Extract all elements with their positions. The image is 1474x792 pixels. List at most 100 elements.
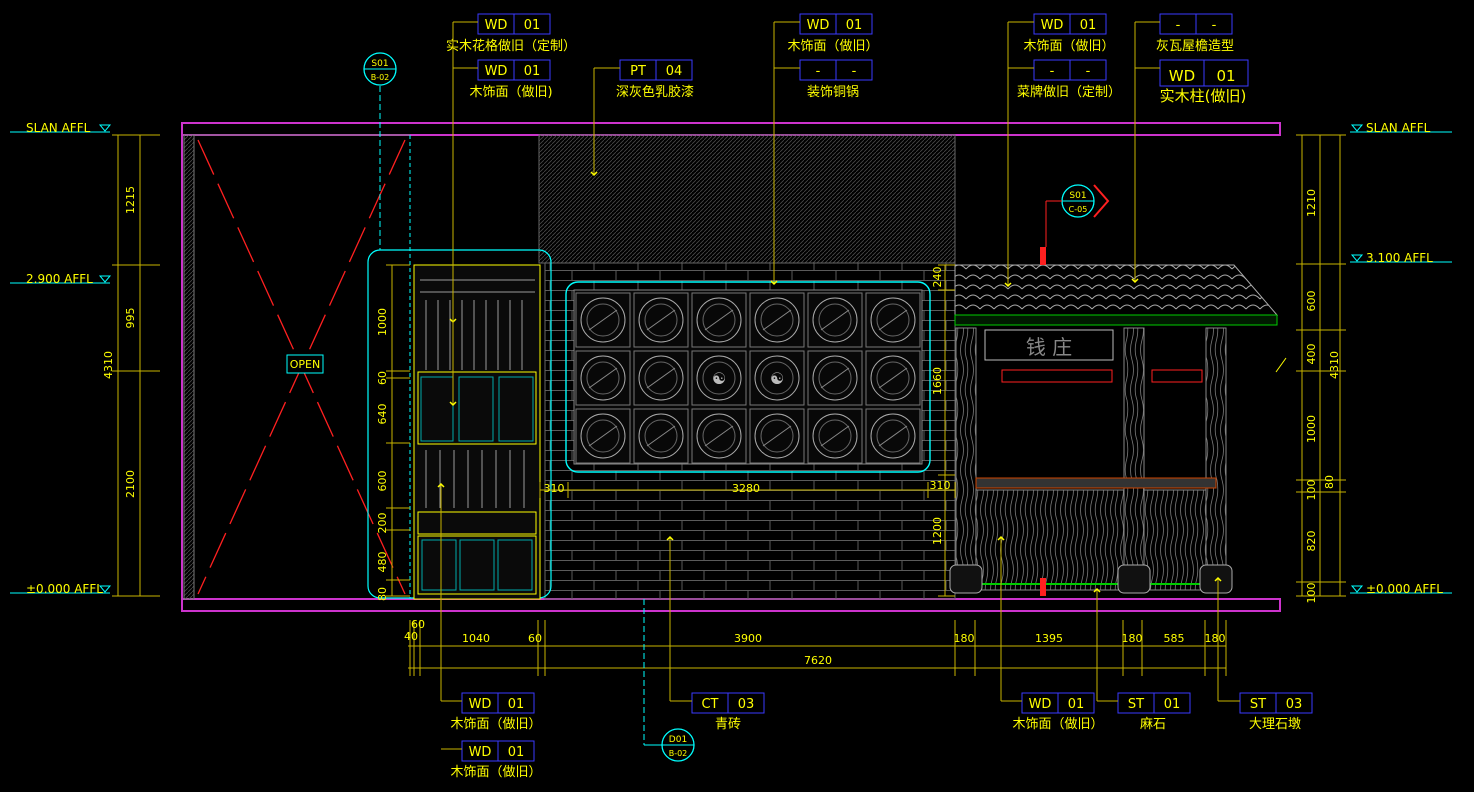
material-tag: --菜牌做旧（定制）	[1017, 59, 1121, 100]
dimension-layer	[10, 124, 1452, 676]
dim-bottom: 1395	[1035, 632, 1063, 645]
dim-cabinet: 640	[376, 404, 389, 425]
material-tag-code: WD	[807, 18, 830, 33]
dim-cabinet: 200	[376, 513, 389, 534]
leader-arrow-icon	[449, 401, 457, 407]
material-tag-label: 木饰面（做旧)	[469, 85, 552, 100]
material-tag-number: -	[1086, 64, 1091, 79]
dim-mid: 310	[544, 482, 565, 495]
material-tag-code: WD	[469, 745, 492, 760]
material-tag-code: WD	[485, 18, 508, 33]
level-label-left: ±0.000 AFFL	[26, 582, 103, 596]
dim-bottom: 180	[1205, 632, 1226, 645]
material-tag-label: 青砖	[715, 717, 741, 732]
section-mark-bottom: C-05	[1069, 205, 1088, 214]
material-tag-code: WD	[1169, 67, 1195, 85]
section-mark-bottom: B-02	[371, 73, 390, 82]
dim-right: 100	[1305, 583, 1318, 604]
dim-right-small: 80	[1323, 475, 1336, 489]
coin-ornament-icon: ☯	[770, 369, 784, 388]
painted-wall-panel	[538, 134, 956, 264]
dim-right: 1000	[1305, 415, 1318, 443]
material-tag-label: 大理石墩	[1249, 717, 1301, 732]
material-tag-label: 装饰铜锅	[807, 84, 859, 100]
qianzhuang-counter: 钱 庄	[949, 327, 1233, 594]
material-tag-code: ST	[1128, 697, 1144, 712]
dim-screen: 1200	[931, 517, 944, 545]
dim-bottom: 585	[1164, 632, 1185, 645]
door-opening: OPEN	[194, 134, 411, 599]
dim-left: 1215	[124, 186, 137, 214]
dim-right-total: 4310	[1328, 351, 1341, 379]
dim-bottom: 40	[404, 630, 418, 643]
material-tag-code: -	[1176, 18, 1181, 33]
material-tag-code: PT	[630, 64, 646, 79]
dim-bottom: 1040	[462, 632, 490, 645]
material-tag-number: 01	[524, 64, 541, 79]
dim-bottom: 3900	[734, 632, 762, 645]
material-tag: --装饰铜锅	[799, 59, 873, 100]
leader-arrow-icon	[666, 535, 674, 541]
open-label: OPEN	[290, 358, 320, 371]
copper-pot-icon	[696, 355, 742, 401]
material-tag: WD 01 实木花格做旧（定制）	[446, 13, 576, 54]
leader-arrow-icon	[1004, 282, 1012, 288]
dim-cabinet: 600	[376, 471, 389, 492]
dim-bottom: 60	[411, 618, 425, 631]
tile-roof-eave	[954, 247, 1279, 596]
copper-pot-icon	[812, 297, 858, 343]
copper-pot-icon	[812, 413, 858, 459]
leader-arrow-icon	[437, 482, 445, 488]
lattice-cabinet	[367, 249, 552, 600]
material-tag-number: 01	[508, 745, 525, 760]
section-mark-top: S01	[371, 59, 388, 69]
level-triangle-icon	[1350, 585, 1364, 593]
level-label-left: 2.900 AFFL	[26, 272, 93, 286]
copper-pot-icon	[638, 297, 684, 343]
material-tag-number: 01	[846, 18, 863, 33]
dim-cabinet: 60	[376, 371, 389, 385]
material-tag-number: 03	[1286, 697, 1303, 712]
copper-pot-icon	[870, 297, 916, 343]
leader-arrow-icon	[590, 171, 598, 177]
leader-arrow-icon	[770, 280, 778, 286]
material-tag-code: CT	[701, 697, 718, 712]
dim-mid: 3280	[732, 482, 760, 495]
level-triangle-icon	[1350, 254, 1364, 262]
dim-right: 100	[1305, 480, 1318, 501]
leader-arrow-icon	[1131, 278, 1139, 284]
dim-bottom: 60	[528, 632, 542, 645]
material-tag-number: 01	[524, 18, 541, 33]
material-tag-label: 麻石	[1140, 717, 1166, 732]
material-tag-number: 01	[1216, 67, 1235, 85]
signboard-text: 钱 庄	[1026, 335, 1072, 359]
copper-pot-icon	[638, 413, 684, 459]
material-tag-label: 木饰面（做旧）	[450, 765, 541, 780]
dim-mid: 310	[930, 479, 951, 492]
copper-pot-icon	[696, 413, 742, 459]
copper-pot-icon	[870, 413, 916, 459]
dim-left: 995	[124, 308, 137, 329]
dim-left: 2100	[124, 470, 137, 498]
material-tag-label: 实木花格做旧（定制）	[446, 38, 576, 54]
material-tag-number: 01	[1068, 697, 1085, 712]
dim-bottom: 180	[954, 632, 975, 645]
dim-right: 820	[1305, 531, 1318, 552]
leader-arrow-icon	[1214, 576, 1222, 582]
level-triangle-icon	[98, 585, 112, 593]
material-tag-code: WD	[1041, 18, 1064, 33]
material-tag-code: WD	[1029, 697, 1052, 712]
copper-pot-display: ☯☯	[565, 281, 931, 473]
dim-left-total: 4310	[102, 351, 115, 379]
level-label-right: ±0.000 AFFL	[1366, 582, 1443, 596]
copper-pot-icon	[754, 413, 800, 459]
section-mark-top: D01	[669, 735, 687, 745]
material-tag-number: -	[1212, 18, 1217, 33]
